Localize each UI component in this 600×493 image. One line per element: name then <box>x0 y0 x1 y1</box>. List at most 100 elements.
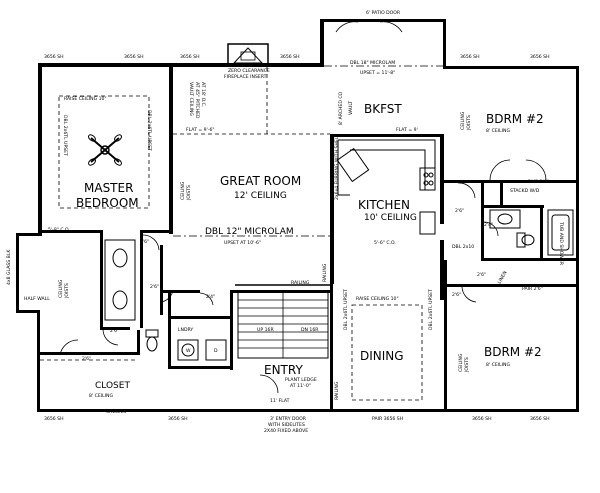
tub-shower-note: TUB AND SHOWER <box>558 221 564 266</box>
svg-text:D: D <box>214 348 218 354</box>
svg-text:TUB AND SHOWER: TUB AND SHOWER <box>558 221 564 266</box>
great-room-flat: FLAT = 9'-6" <box>186 127 215 133</box>
door-size-1: 2'6" <box>140 239 149 245</box>
master-dbl-left: DBL 2x6TL UPSET <box>62 115 68 156</box>
railing-note-1: RAILING <box>291 280 310 286</box>
closet-ceiling: 8' CEILING <box>89 393 113 399</box>
great-room-ceiling: 12' CEILING <box>234 191 287 201</box>
stairs <box>235 284 330 359</box>
door-size-2: 2'6" <box>150 284 159 290</box>
pair-top-note: PAIR 2'6" <box>528 179 549 185</box>
bdrm-bottom-joists: CEILING JOISTS <box>458 353 470 373</box>
dining-dbl-left: DBL 2x6TL UPSET <box>343 289 349 330</box>
door-size-6: 2'6" <box>455 208 464 214</box>
bdrm2-bottom-ceiling: 8' CEILING <box>486 362 510 368</box>
window-tags: 3656 SH 3656 SH 3656 SH 3656 SH 3656 SH … <box>44 54 550 422</box>
svg-text:JOISTS: JOISTS <box>64 283 70 299</box>
patio-door-note: 6' PATIO DOOR <box>366 10 401 16</box>
fireplace-note-1: ZERO CLEARANCE <box>228 68 270 74</box>
bdrm-top-joists: CEILING JOISTS <box>460 111 472 131</box>
co-left-note: 5'-8" C.O. <box>48 227 70 233</box>
svg-text:CEILING: CEILING <box>460 111 466 130</box>
kitchen-co-note: 5'-6" C.O. <box>374 240 396 246</box>
window-tag-10: PAIR 3656 SH <box>372 416 403 422</box>
fireplace-note-2: FIREPLACE INSERT <box>224 74 267 80</box>
svg-text:CEILING: CEILING <box>180 181 186 200</box>
beam-labels: DBL 12" MICROLAM UPSET AT 10'-6" DBL 18"… <box>205 60 395 246</box>
ceiling-lines <box>40 65 443 401</box>
dining-dbl-right: DBL 2x6TL UPSET <box>428 289 434 330</box>
vault-note: VAULT <box>348 101 354 115</box>
door-size-9: 2'6" <box>477 272 486 278</box>
entry-door-note-2: WITH SIDELITES <box>268 422 305 428</box>
window-tag-8: 3656 SH <box>168 416 188 422</box>
pair-bottom-note: PAIR 2'6" <box>522 286 543 292</box>
window-tag-4: 3656 SH <box>280 54 300 60</box>
shelves-note: SHELVES <box>106 409 126 415</box>
flat-entry-note: 11' FLAT <box>270 398 290 404</box>
ceiling-fan-icon <box>88 134 122 166</box>
exterior-walls <box>16 19 579 412</box>
vault-ceiling-note: VAULT CEILING AT 45° PITCHED AT 18' O.C. <box>188 82 206 119</box>
svg-text:JOISTS: JOISTS <box>186 185 192 201</box>
bathtub-icon <box>547 209 574 256</box>
great-room-beam-label: DBL 12" MICROLAM <box>205 227 294 237</box>
bdrm2-top-label: BDRM #2 <box>486 112 544 126</box>
svg-text:DBL 2x6TL UPSET: DBL 2x6TL UPSET <box>62 115 68 156</box>
bath-sink-icon <box>489 209 521 229</box>
svg-text:DBL 2x6TL UPSET: DBL 2x6TL UPSET <box>428 289 434 330</box>
window-tag-7: 3656 SH <box>44 416 64 422</box>
svg-text:CEILING: CEILING <box>458 353 464 372</box>
half-wall-note: HALF WALL <box>24 296 50 302</box>
svg-text:VAULT: VAULT <box>348 101 354 115</box>
bkfst-beam-label: DBL 18" MICROLAM <box>350 60 395 66</box>
svg-text:CEILING: CEILING <box>58 279 64 298</box>
toilet-icon-2 <box>516 232 535 248</box>
room-labels: MASTER BEDROOM GREAT ROOM 12' CEILING BK… <box>76 102 544 399</box>
doors <box>59 21 547 394</box>
toilet-icon <box>145 329 159 352</box>
plant-ledge-note-2: AT 11'-0" <box>290 383 311 389</box>
window-tag-9: 3656 SH <box>472 416 492 422</box>
kitchen-ceiling: 10' CEILING <box>364 213 417 223</box>
entry-label: ENTRY <box>264 363 303 377</box>
window-tag-2: 3656 SH <box>124 54 144 60</box>
kitchen-flat: FLAT = 9' <box>396 127 418 133</box>
linen-note: LINEN <box>497 270 509 285</box>
arched-co-note: 8' ARCHED CO <box>338 91 344 125</box>
railing-note-3: RAILING <box>334 381 340 400</box>
fireplace-icon <box>227 43 269 65</box>
svg-text:LINEN: LINEN <box>497 270 509 285</box>
bdrm2-top-ceiling: 8' CEILING <box>486 128 510 134</box>
railing-note-2: RAILING <box>322 263 328 282</box>
entry-door-note-3: 2X40 FIXED ABOVE <box>264 428 308 434</box>
stairs-dn-note: DN 16R <box>301 327 319 333</box>
dbl-2x10-note: DBL 2x10 <box>452 244 474 250</box>
svg-text:RAILING: RAILING <box>322 263 328 282</box>
svg-text:W: W <box>186 348 191 354</box>
bkfst-label: BKFST <box>364 102 402 116</box>
svg-text:2x6x4 FURRING WITH SHELF: 2x6x4 FURRING WITH SHELF <box>334 134 340 200</box>
kitchen-label: KITCHEN <box>358 198 410 212</box>
svg-text:VAULT CEILING: VAULT CEILING <box>188 82 194 116</box>
svg-text:JOISTS: JOISTS <box>464 357 470 373</box>
dining-raise-ceiling: RAISE CEILING 10" <box>356 296 399 302</box>
svg-text:4x8 GLASS BLK: 4x8 GLASS BLK <box>6 249 12 285</box>
laundry-label: LNDRY <box>178 327 193 333</box>
window-tag-6: 3656 SH <box>530 54 550 60</box>
bath-joists: CEILING JOISTS <box>58 279 70 299</box>
furring-note: 2x6x4 FURRING WITH SHELF <box>334 134 340 200</box>
window-tag-5: 3656 SH <box>460 54 480 60</box>
master-bedroom-label-1: MASTER <box>84 181 133 195</box>
stairs-up-note: UP 16R <box>257 327 274 333</box>
door-size-7: 2'4" <box>484 222 493 228</box>
fixtures: W D <box>88 43 574 361</box>
dining-label: DINING <box>360 349 404 363</box>
svg-text:DBL 2x6TL UPSET: DBL 2x6TL UPSET <box>146 110 152 151</box>
svg-text:DBL 2x6TL UPSET: DBL 2x6TL UPSET <box>343 289 349 330</box>
window-tag-11: 3656 SH <box>530 416 550 422</box>
kitchen-counter <box>336 139 436 235</box>
svg-text:AT 18' O.C.: AT 18' O.C. <box>200 82 206 107</box>
